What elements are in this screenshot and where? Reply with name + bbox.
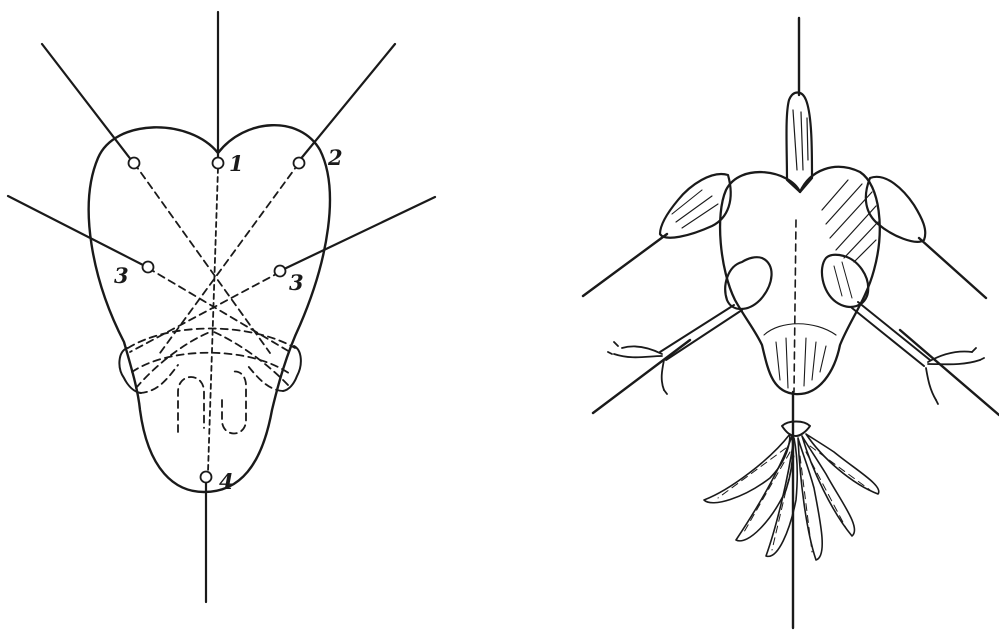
right-wing	[866, 177, 925, 242]
point-3-right-circle	[275, 266, 286, 277]
dash-curve	[140, 365, 178, 393]
hatch	[806, 452, 846, 528]
hatch	[836, 206, 876, 250]
pin-lower-left	[593, 340, 690, 413]
hatch	[676, 196, 712, 222]
right-thigh-hatching	[834, 262, 852, 298]
hatch	[807, 118, 808, 160]
label-point-2: 2	[327, 145, 343, 170]
feather	[798, 438, 822, 560]
left-wing-hatching	[672, 190, 718, 228]
label-point-4: 4	[219, 469, 234, 494]
point-2-circle	[294, 158, 305, 169]
body-hatching-upper-right	[822, 180, 878, 262]
schematic-diagram: 1 2 3 3 4	[8, 12, 435, 602]
tension-lines	[8, 12, 435, 602]
dash-curve	[128, 329, 295, 349]
pin-upper-right	[919, 238, 986, 298]
point-upper-left-circle	[129, 158, 140, 169]
hatch	[826, 184, 862, 224]
wing-bump-right	[283, 346, 301, 391]
neck-hatching	[793, 110, 808, 170]
dash-line	[130, 272, 280, 352]
line-upper-right	[299, 44, 395, 161]
dash-u-shape	[178, 377, 204, 432]
left-shank	[660, 305, 742, 360]
pin-lines	[583, 18, 999, 628]
label-point-3-left: 3	[114, 263, 129, 288]
point-4-circle	[201, 472, 212, 483]
line-mid-left	[8, 196, 145, 266]
right-shank	[852, 302, 930, 366]
hatch	[820, 346, 826, 372]
feather	[704, 434, 790, 503]
hatch	[830, 192, 872, 238]
body-center-axis	[794, 220, 796, 392]
left-thigh	[725, 257, 771, 309]
toe	[622, 346, 662, 354]
label-point-1: 1	[229, 151, 244, 176]
hatch	[844, 222, 878, 258]
toe	[662, 360, 664, 390]
pin-lower-right	[900, 330, 999, 415]
hatch	[822, 180, 848, 210]
bird-body	[720, 167, 880, 394]
hatch	[801, 112, 803, 170]
line-mid-right	[282, 197, 435, 270]
dash-curve	[214, 332, 288, 385]
hatch	[810, 446, 870, 490]
pin-upper-left	[583, 234, 667, 296]
bird-specimen-drawing	[583, 18, 999, 628]
dash-u-shape	[222, 372, 246, 434]
left-foot	[608, 342, 667, 394]
feather	[806, 434, 879, 494]
vent-outline	[764, 324, 836, 335]
point-1-circle	[213, 158, 224, 169]
hatch	[786, 338, 788, 388]
hatch	[776, 342, 780, 380]
tail-feathers	[704, 434, 879, 560]
center-axis-dotted	[208, 168, 218, 472]
label-point-3-right: 3	[289, 270, 304, 295]
right-thigh	[822, 255, 868, 307]
hatch	[804, 338, 806, 386]
hatch	[682, 204, 718, 228]
point-3-left-circle	[143, 262, 154, 273]
hatch	[842, 262, 852, 298]
line-upper-left	[42, 44, 132, 161]
hatch	[812, 342, 816, 380]
toe	[926, 368, 936, 400]
hatch	[772, 456, 794, 550]
hatch	[834, 266, 842, 296]
feather	[802, 436, 855, 536]
toe	[614, 354, 662, 357]
hatch	[793, 110, 797, 170]
dash-curve	[136, 332, 210, 388]
claw	[608, 342, 667, 394]
dash-line	[134, 163, 270, 353]
